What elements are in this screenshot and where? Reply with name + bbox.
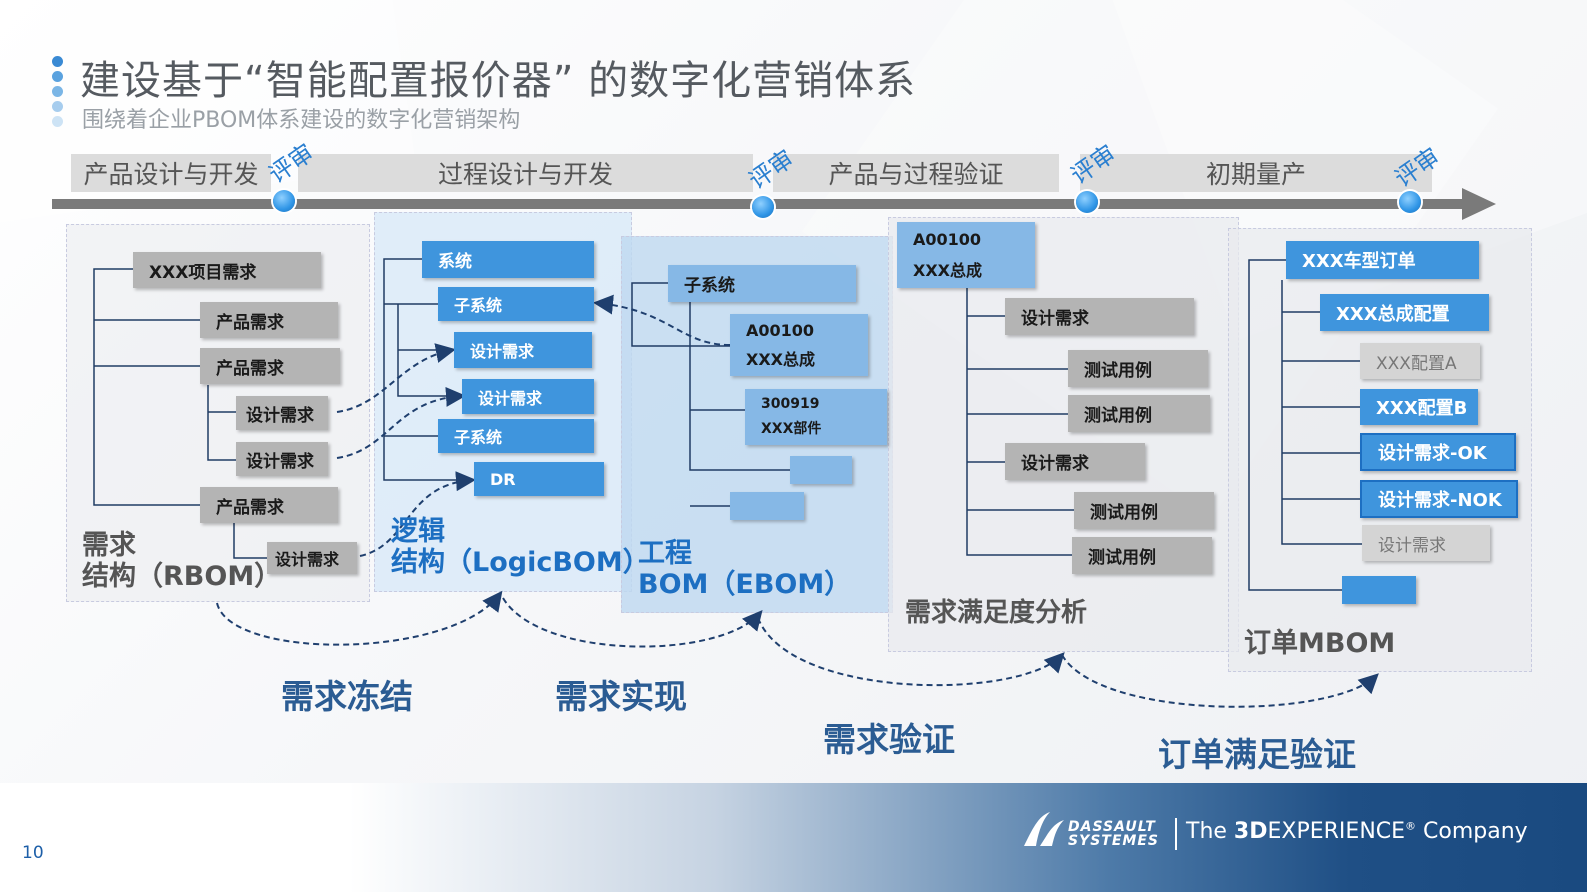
analysis-assembly-box: A00100 XXX总成 (897, 222, 1035, 288)
ebom-label-line1: 工程 (638, 538, 692, 569)
rbom-label-line1: 需求 (82, 530, 136, 561)
phase-product-design: 产品设计与开发 (71, 154, 271, 192)
tagline-experience: EXPERIENCE (1267, 819, 1406, 844)
mbom-empty-node (1342, 576, 1416, 604)
analysis-test-case: 测试用例 (1068, 395, 1210, 432)
logicbom-design-requirement: 设计需求 (462, 379, 594, 414)
bullet-dot (52, 56, 63, 67)
analysis-test-case: 测试用例 (1068, 350, 1208, 387)
rbom-design-requirement: 设计需求 (236, 396, 328, 430)
logicbom-subsystem: 子系统 (438, 419, 594, 453)
mbom-design-requirement-nok: 设计需求-NOK (1360, 480, 1518, 518)
footer-divider (1175, 818, 1177, 850)
rbom-design-requirement: 设计需求 (236, 442, 328, 476)
logicbom-label-line1: 逻辑 (391, 516, 445, 547)
bullet-dot (52, 101, 63, 112)
phase-process-design: 过程设计与开发 (298, 154, 753, 192)
milestone-review-2 (752, 196, 774, 218)
ebom-empty-node (730, 492, 804, 520)
page-number: 10 (22, 843, 44, 863)
dassault-logo-icon (1024, 812, 1064, 846)
flow-requirement-verification: 需求验证 (823, 720, 955, 759)
analysis-test-case: 测试用例 (1074, 492, 1214, 529)
page-title: 建设基于“智能配置报价器” 的数字化营销体系 (80, 58, 917, 104)
rbom-label-line2: 结构（RBOM） (82, 561, 282, 592)
mbom-label: 订单MBOM (1244, 628, 1396, 659)
ebom-label-line2: BOM（EBOM） (638, 569, 852, 600)
rbom-product-requirement: 产品需求 (200, 302, 338, 338)
brand-line2: SYSTEMES (1068, 833, 1159, 849)
ebom-part-code: 300919 (761, 396, 820, 412)
bullet-dot (52, 86, 63, 97)
ebom-part-box: 300919 XXX部件 (745, 389, 887, 445)
logicbom-dr: DR (474, 462, 604, 496)
logicbom-subsystem: 子系统 (438, 287, 594, 321)
ebom-assembly-name: XXX总成 (746, 349, 816, 369)
brand-line1: DASSAULT (1068, 819, 1156, 835)
logicbom-label: 逻辑 结构（LogicBOM） (391, 516, 650, 578)
mbom-design-requirement-ok: 设计需求-OK (1360, 433, 1516, 471)
milestone-review-4 (1399, 191, 1421, 213)
tagline-3d: 3D (1233, 819, 1268, 844)
milestone-review-1 (273, 190, 295, 212)
page-subtitle: 围绕着企业PBOM体系建设的数字化营销架构 (82, 108, 521, 133)
analysis-design-requirement: 设计需求 (1005, 443, 1145, 480)
rbom-project-requirement: XXX项目需求 (133, 252, 321, 288)
bullet-dot (52, 71, 63, 82)
rbom-design-requirement: 设计需求 (267, 542, 357, 574)
footer-bar (0, 783, 1587, 892)
flow-requirement-realization: 需求实现 (555, 677, 687, 716)
rbom-label: 需求 结构（RBOM） (82, 530, 281, 592)
mbom-design-requirement: 设计需求 (1362, 525, 1490, 561)
analysis-assembly-name: XXX总成 (913, 260, 983, 280)
timeline-arrow-head (1462, 188, 1496, 220)
ebom-part-name: XXX部件 (761, 421, 822, 437)
flow-order-verification: 订单满足验证 (1158, 735, 1356, 774)
mbom-config-a: XXX配置A (1360, 343, 1480, 379)
milestone-review-3 (1076, 191, 1098, 213)
analysis-test-case: 测试用例 (1072, 537, 1212, 574)
flow-requirement-freeze: 需求冻结 (281, 677, 413, 716)
mbom-assembly-config: XXX总成配置 (1320, 294, 1489, 331)
ebom-empty-node (790, 456, 852, 484)
tagline-registered: ® (1405, 819, 1417, 833)
phase-validation: 产品与过程验证 (773, 154, 1059, 192)
ebom-label: 工程 BOM（EBOM） (638, 538, 851, 600)
phase-mass-production: 初期量产 (1080, 154, 1432, 192)
analysis-design-requirement: 设计需求 (1005, 298, 1194, 335)
rbom-product-requirement: 产品需求 (200, 487, 338, 523)
logicbom-system: 系统 (422, 241, 594, 278)
ebom-subsystem: 子系统 (668, 265, 856, 302)
logicbom-design-requirement: 设计需求 (454, 332, 592, 368)
mbom-config-b: XXX配置B (1360, 389, 1478, 425)
mbom-vehicle-order: XXX车型订单 (1286, 241, 1479, 279)
ebom-assembly-code: A00100 (746, 320, 815, 340)
ebom-assembly-box: A00100 XXX总成 (730, 314, 868, 376)
footer-tagline: The 3DEXPERIENCE® Company (1186, 819, 1528, 844)
analysis-label: 需求满足度分析 (905, 598, 1088, 628)
analysis-panel (888, 217, 1239, 652)
tagline-company: Company (1416, 819, 1528, 844)
rbom-product-requirement: 产品需求 (200, 348, 340, 384)
analysis-assembly-code: A00100 (913, 229, 982, 249)
logicbom-label-line2: 结构（LogicBOM） (391, 547, 650, 578)
tagline-prefix: The (1186, 819, 1234, 844)
dassault-wordmark: DASSAULT SYSTEMES (1068, 820, 1159, 848)
bullet-dot (52, 116, 63, 127)
